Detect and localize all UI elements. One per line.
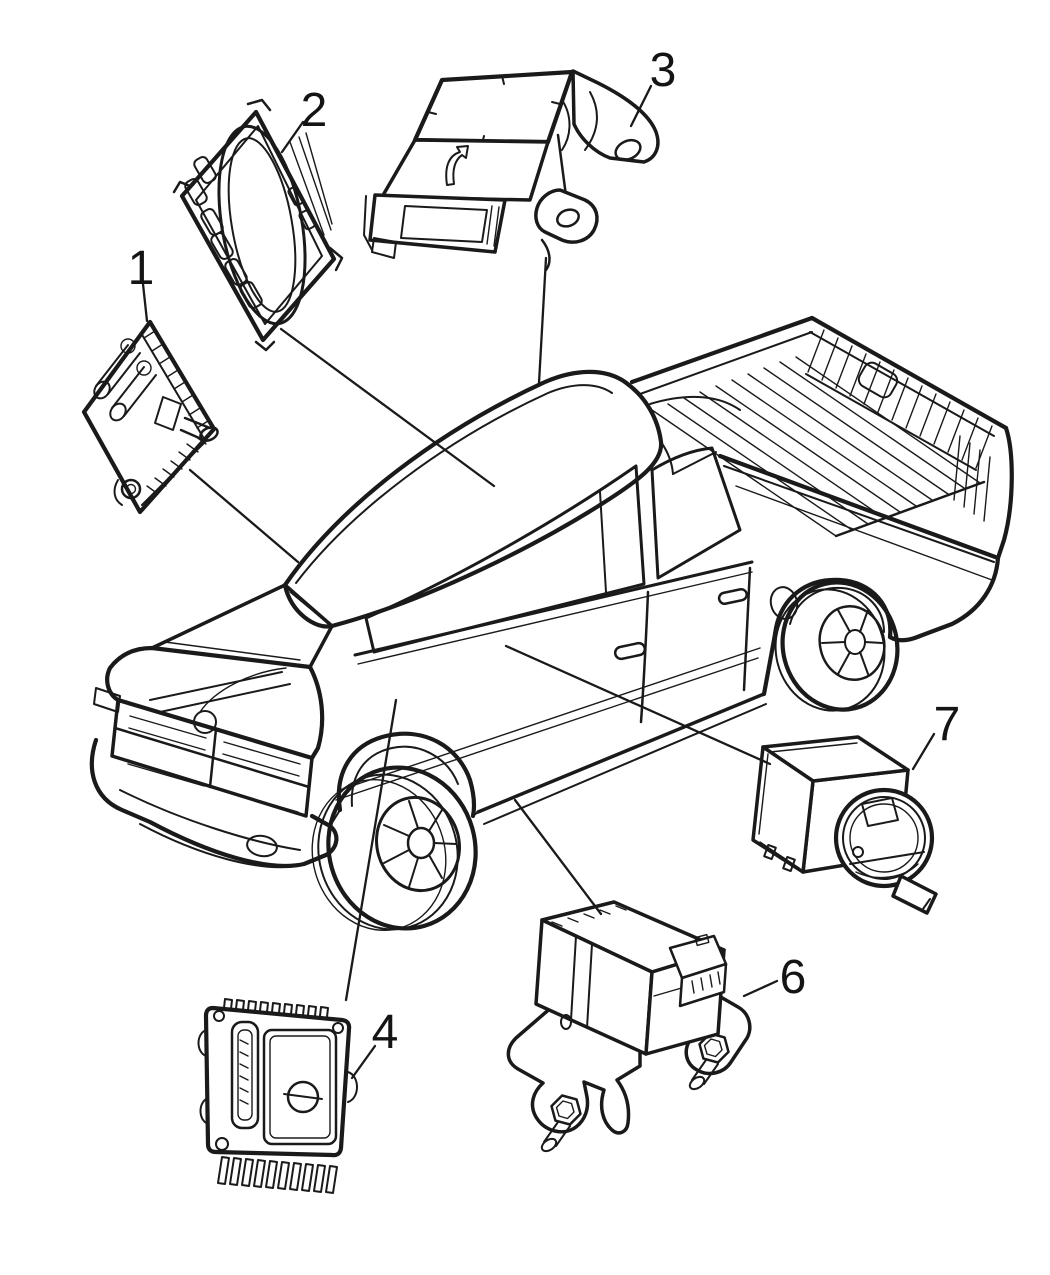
bed-floor-rear-edge	[834, 480, 986, 538]
module-7-stub	[891, 874, 938, 915]
module-1-bosses	[93, 338, 157, 422]
leader-part3-to-truck	[537, 256, 548, 385]
cab-side	[335, 446, 767, 825]
module-3-bracket-hole-lower	[556, 208, 580, 228]
leader-callout-6	[742, 979, 779, 998]
module-6-hole	[560, 1014, 572, 1030]
bed-wheelhouse	[857, 361, 899, 399]
module-3-bracket-hole-upper	[614, 138, 642, 162]
leader-part7-to-truck	[504, 644, 772, 766]
module-3-drawing	[363, 69, 660, 272]
rear-wheel-spokes	[821, 609, 883, 675]
front-wheel	[311, 765, 478, 931]
leader-part6-to-truck	[513, 798, 603, 916]
module-3-connector	[363, 193, 507, 259]
callout-4: 4	[372, 1006, 399, 1059]
headlamp	[93, 687, 121, 713]
module-4-side-connector	[230, 1020, 260, 1130]
module-3-bracket	[534, 69, 660, 272]
bed-floor-slats	[651, 356, 981, 537]
callout-numbers: 1 2 3 4 6 7	[128, 44, 961, 1059]
leader-lines	[141, 84, 936, 1080]
rear-wheel	[774, 580, 900, 712]
module-3-top-panel	[412, 69, 575, 145]
leader-part4-to-truck	[344, 698, 398, 1002]
module-1-connector-hatch	[143, 330, 209, 429]
fog-lamp	[246, 834, 278, 858]
grille	[93, 687, 314, 818]
callout-2: 2	[301, 84, 328, 137]
module-4-left-lug-b	[199, 1097, 209, 1125]
leader-callout-1	[141, 282, 149, 323]
module-4-left-lug-a	[197, 1029, 207, 1057]
module-4-screw-c	[215, 1137, 229, 1151]
module-6-drawing	[506, 900, 752, 1153]
windshield	[150, 583, 334, 669]
leader-part2-to-truck	[279, 327, 496, 488]
leader-callout-2	[280, 120, 305, 154]
module-1-connector-barrel	[179, 416, 219, 443]
module-6-connector	[668, 933, 728, 1008]
callout-7: 7	[934, 698, 961, 751]
module-2-plug-openings	[184, 156, 263, 309]
module-1-edge-hatch	[146, 435, 207, 495]
rear-door-seam	[742, 566, 752, 692]
module-4-screw-b	[332, 1022, 344, 1034]
module-4-drawing	[197, 998, 358, 1194]
rear-door-window	[650, 446, 742, 580]
callout-3: 3	[650, 44, 677, 97]
module-4-bottom-pins	[217, 1156, 338, 1194]
cargo-bed	[629, 315, 1014, 697]
tailgate-ribs	[953, 435, 991, 522]
front-door-handle	[613, 641, 647, 661]
tailgate-edge	[995, 425, 1014, 561]
leader-callout-4	[350, 1044, 377, 1080]
front-door-window	[364, 464, 646, 654]
leader-callout-7	[911, 732, 936, 771]
callout-6: 6	[780, 951, 807, 1004]
callout-1: 1	[128, 242, 155, 295]
module-2-corner-tabs	[172, 98, 344, 352]
module-4-screw-a	[213, 1010, 225, 1022]
bed-far-rail	[809, 315, 1009, 431]
truck-illustration	[89, 315, 1014, 931]
module-1-screw	[113, 478, 142, 506]
module-7-front-face	[751, 745, 815, 874]
fuel-door	[769, 586, 799, 620]
module-7-clockspring-ring	[833, 787, 935, 889]
front-wheel-spokes	[383, 800, 457, 888]
bed-far-wall-slats	[807, 329, 993, 469]
module-1-drawing	[81, 319, 219, 515]
module-4-round-port	[283, 1080, 323, 1114]
module-4-right-lug	[347, 1071, 358, 1103]
module-2-ribs	[289, 132, 333, 236]
module-4-cover-frame	[262, 1028, 338, 1146]
module-7-drawing	[751, 735, 938, 915]
front-bumper	[89, 737, 339, 869]
module-1-flap	[154, 396, 182, 431]
rocker-panel	[476, 692, 766, 814]
bed-lower-rear	[887, 555, 1001, 643]
leader-callout-3	[629, 84, 653, 128]
module-3-arrow-mark	[445, 145, 469, 186]
module-6-nut-left	[540, 1094, 582, 1153]
bed-bulkhead-rail	[629, 315, 815, 385]
module-6-nut-right	[688, 1032, 730, 1091]
cab-roof	[282, 369, 674, 629]
front-door-seam	[639, 590, 650, 724]
module-3-front-face	[380, 138, 550, 202]
hood	[105, 645, 325, 761]
module-2-drawing	[172, 98, 344, 352]
front-fender	[329, 731, 479, 827]
rear-door-handle	[717, 587, 748, 606]
bed-near-rail	[717, 453, 1001, 561]
module-4-top-pins	[223, 998, 329, 1018]
leader-part1-to-truck	[188, 468, 300, 564]
